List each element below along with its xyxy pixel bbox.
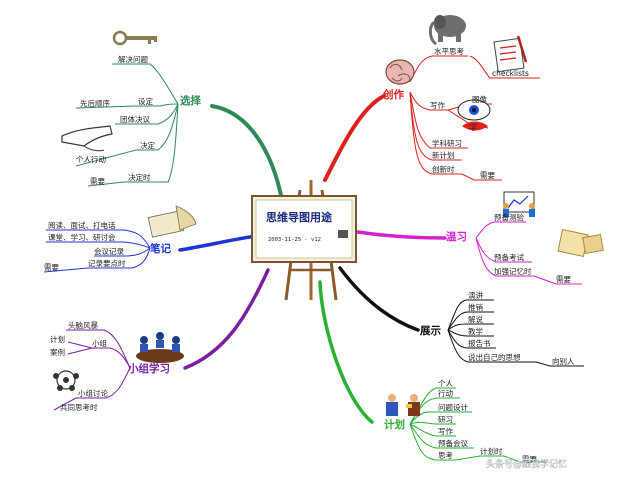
checklist-icon	[493, 35, 528, 73]
node-jihua-xiezuo: 写作	[438, 426, 453, 436]
node-xiaozu-anli: 案例	[50, 347, 65, 357]
node-zhanshi-sixiang: 说出自己的思想	[468, 352, 521, 362]
branch-curves	[178, 94, 447, 424]
branch-curve-biji	[178, 234, 258, 252]
node-xiaozu-naotou: 头脑风暴	[68, 320, 98, 330]
node-xiaozu-jihua: 计划	[50, 334, 65, 344]
branch-label-huaxi: 温习	[446, 230, 467, 243]
puzzle-icon	[557, 228, 604, 258]
node-chuangzuo-shuiping: 水平思考	[434, 46, 464, 56]
branch-curve-huaxi	[356, 230, 447, 240]
node-biji-xuyao: 需要	[44, 263, 59, 272]
node-huaxi-kaoshi: 预备考试	[494, 252, 524, 262]
node-biji-yuedu: 阅读、面试、打电话	[48, 220, 116, 230]
people-meeting-icon	[136, 332, 184, 363]
node-jihua-yanxi: 研习	[438, 415, 453, 424]
node-biji-ketang: 课堂、学习、研讨会	[48, 232, 116, 242]
talking-people-icon	[386, 394, 420, 416]
branch-label-xuanze: 选择	[180, 94, 201, 107]
node-jihua-xingdong: 行动	[438, 388, 453, 398]
node-zhanshi-jiaoxue: 教学	[468, 326, 483, 336]
face-icon	[457, 99, 491, 131]
branch-curve-xiaozu	[183, 268, 270, 370]
node-xuanze-jiejue: 解决问题	[118, 54, 148, 64]
node-xuanze-tuanti: 团体决议	[120, 114, 150, 124]
node-jihua-wenti: 问题设计	[438, 402, 468, 412]
star-icon	[53, 370, 79, 391]
branch-label-chuangzuo: 创作	[382, 88, 404, 101]
node-jihua-jihuashi: 计划时	[480, 446, 503, 456]
hand-pointer-icon	[61, 125, 113, 152]
brain-icon	[385, 59, 415, 85]
branch-curve-chuangzuo	[323, 94, 386, 182]
branch-curve-zhanshi	[338, 266, 420, 332]
node-chuangzuo-xueke: 学科研习	[432, 138, 462, 148]
node-zhanshi-tuixiao: 推销	[468, 302, 483, 312]
node-xuanze-jueding: 决定	[140, 140, 155, 150]
node-xuanze-xuyao: 需要	[90, 177, 105, 186]
node-chuangzuo-xuyao: 需要	[480, 171, 495, 180]
node-chuangzuo-xiezuo: 写作	[430, 100, 445, 110]
node-xuanze-sheding: 设定	[138, 96, 153, 106]
node-jihua-huiyi: 预备会议	[438, 438, 468, 448]
node-xiaozu-xiaozu: 小组	[92, 338, 107, 348]
elephant-icon	[428, 15, 466, 46]
sub-branch-lines	[43, 55, 584, 463]
node-chuangzuo-checklists: checklists	[492, 69, 529, 78]
node-biji-huiyi: 会议记录	[94, 246, 124, 256]
chart-people-icon	[503, 191, 535, 217]
node-chuangzuo-tuxiang: 图像	[472, 94, 487, 104]
node-chuangzuo-xinjihua: 新计划	[432, 150, 455, 160]
node-chuangzuo-chuangxin: 创新时	[432, 164, 455, 174]
easel-icon	[251, 180, 357, 301]
branch-label-biji: 笔记	[150, 242, 171, 255]
quill-icon	[147, 205, 197, 238]
node-jihua-geren: 个人	[438, 379, 453, 388]
node-jihua-sikao: 思考	[438, 451, 453, 460]
node-chuangzuo-zi: 字	[470, 122, 478, 132]
center-title: 思维导图用途	[266, 210, 333, 224]
node-zhanshi-yanjiang: 演讲	[468, 290, 483, 300]
branch-label-jihua: 计划	[384, 418, 405, 431]
node-huaxi-xuyao: 需要	[556, 275, 571, 284]
node-xuanze-juedingshi: 决定时	[128, 172, 151, 182]
node-zhanshi-jieshuo: 解说	[468, 314, 483, 324]
node-xuanze-xianhou: 先后顺序	[80, 98, 110, 108]
center-easel: 思维导图用途 2003-11-25 - v12	[251, 180, 357, 301]
node-huaxi-jiyi: 加强记忆时	[494, 266, 532, 276]
node-biji-jilu: 记录要点时	[88, 258, 126, 268]
node-xiaozu-gongtong: 共同思考时	[60, 402, 98, 412]
node-xiaozu-taolun: 小组讨论	[78, 388, 108, 398]
node-huaxi-ceyan: 预备测验	[494, 212, 524, 222]
branch-label-xiaozu: 小组学习	[127, 362, 170, 375]
branch-curve-jihua	[318, 280, 374, 424]
node-jihua-xuyao: 需要	[522, 455, 537, 464]
branch-curve-xuanze	[210, 104, 284, 202]
watermark: 头条号@跟我学记忆	[486, 458, 567, 470]
center-date: 2003-11-25 - v12	[268, 237, 321, 243]
node-zhanshi-baogao: 报告书	[468, 338, 491, 348]
key-icon	[112, 30, 157, 46]
node-zhanshi-xiangbieren: 向别人	[552, 356, 575, 366]
branch-label-zhanshi: 展示	[420, 325, 441, 337]
node-xuanze-geren: 个人行动	[76, 154, 106, 164]
